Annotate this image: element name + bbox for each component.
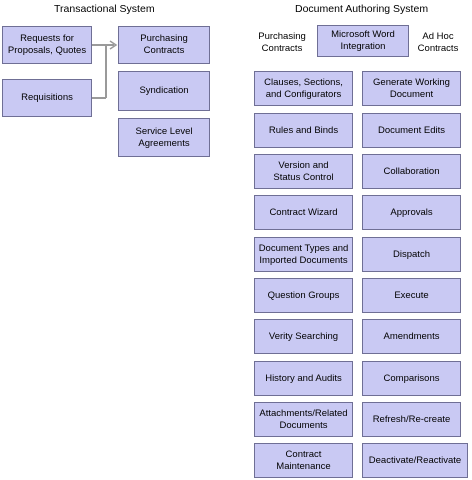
service-level-agreements-box: Service Level Agreements xyxy=(118,118,210,157)
amendments-box: Amendments xyxy=(362,319,461,354)
requests-for-proposals-box: Requests for Proposals, Quotes xyxy=(2,26,92,64)
question-groups-box: Question Groups xyxy=(254,278,353,313)
purchasing-contracts-box: Purchasing Contracts xyxy=(118,26,210,64)
dispatch-box: Dispatch xyxy=(362,237,461,272)
rules-and-binds-box: Rules and Binds xyxy=(254,113,353,148)
refresh-recreate-box: Refresh/Re-create xyxy=(362,402,461,437)
arrow-head-icon xyxy=(109,40,118,50)
version-status-control-box: Version and Status Control xyxy=(254,154,353,189)
microsoft-word-integration-box: Microsoft Word Integration xyxy=(317,25,409,57)
clauses-sections-box: Clauses, Sections, and Configurators xyxy=(254,71,353,106)
generate-working-document-box: Generate Working Document xyxy=(362,71,461,106)
collaboration-box: Collaboration xyxy=(362,154,461,189)
deactivate-reactivate-box: Deactivate/Reactivate xyxy=(362,443,468,478)
approvals-box: Approvals xyxy=(362,195,461,230)
contract-maintenance-box: Contract Maintenance xyxy=(254,443,353,478)
verity-searching-box: Verity Searching xyxy=(254,319,353,354)
document-authoring-system-title: Document Authoring System xyxy=(295,3,429,15)
syndication-box: Syndication xyxy=(118,71,210,111)
ad-hoc-contracts-label: Ad Hoc Contracts xyxy=(417,31,459,54)
requisitions-box: Requisitions xyxy=(2,79,92,117)
purchasing-contracts-label: Purchasing Contracts xyxy=(258,31,306,54)
comparisons-box: Comparisons xyxy=(362,361,461,396)
transactional-system-title: Transactional System xyxy=(54,3,155,15)
contract-wizard-box: Contract Wizard xyxy=(254,195,353,230)
history-and-audits-box: History and Audits xyxy=(254,361,353,396)
document-types-box: Document Types and Imported Documents xyxy=(254,237,353,272)
document-edits-box: Document Edits xyxy=(362,113,461,148)
attachments-related-documents-box: Attachments/Related Documents xyxy=(254,402,353,437)
execute-box: Execute xyxy=(362,278,461,313)
